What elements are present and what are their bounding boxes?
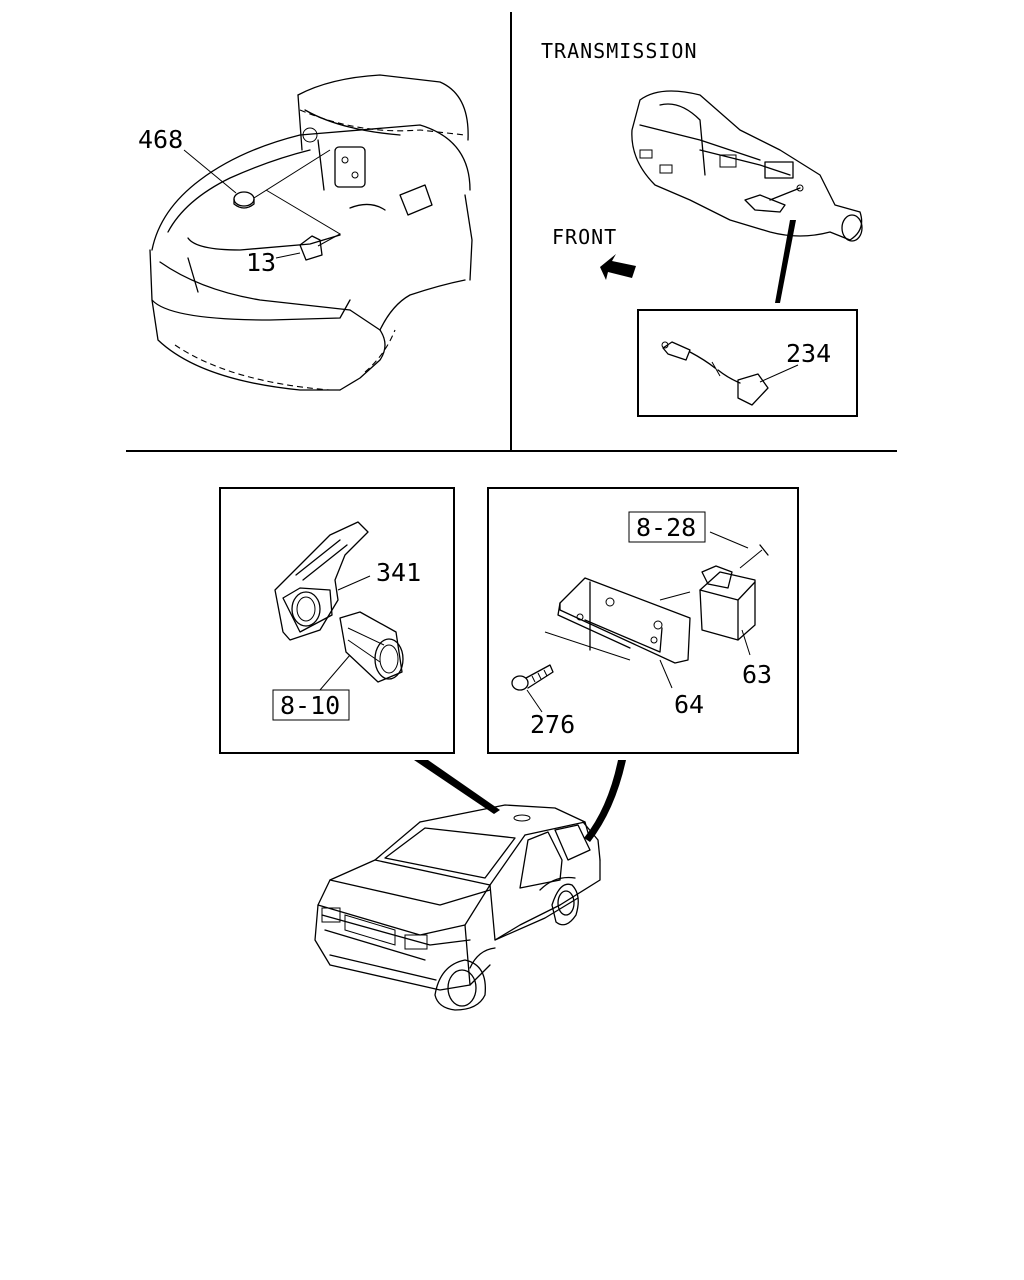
ref-box-8-10 [272, 689, 350, 721]
speed-sensor-illustration [661, 341, 799, 406]
callout-8-28: 8-28 [636, 513, 696, 542]
vehicle-illustration [314, 804, 601, 1011]
callout-64: 64 [674, 690, 704, 719]
callout-234: 234 [786, 339, 831, 368]
relay-detail-box [487, 487, 799, 754]
callout-63: 63 [742, 660, 772, 689]
lighter-zoom-pointer [414, 760, 500, 814]
relay-zoom-pointer [584, 760, 626, 842]
callout-341: 341 [376, 558, 421, 587]
front-caption: FRONT [552, 225, 617, 249]
sensor-detail-box [637, 309, 858, 417]
transmission-caption: TRANSMISSION [541, 39, 698, 63]
relay-bracket-illustration [511, 531, 769, 713]
callout-13: 13 [246, 248, 276, 277]
lighter-socket-illustration [274, 521, 404, 691]
callout-468: 468 [138, 125, 183, 154]
ref-box-8-28 [628, 511, 706, 543]
lighter-detail-box [219, 487, 455, 754]
transmission-zoom-pointer [775, 220, 796, 303]
transmission-illustration [631, 90, 863, 242]
front-arrow-icon [600, 254, 636, 280]
engine-bay-illustration [149, 74, 473, 391]
callout-276: 276 [530, 710, 575, 739]
callout-8-10: 8-10 [280, 691, 340, 720]
